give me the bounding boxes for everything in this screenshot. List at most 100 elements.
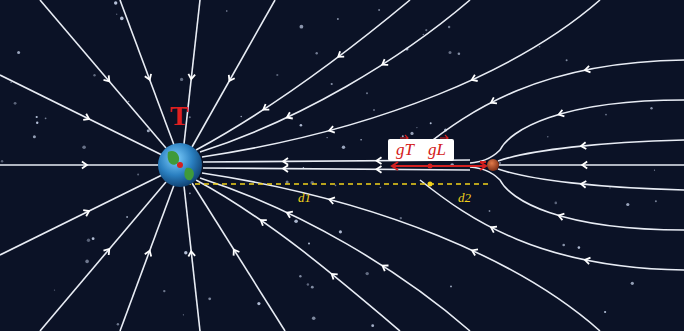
- star: [489, 210, 491, 212]
- star: [650, 107, 652, 109]
- star: [311, 286, 314, 289]
- star: [499, 162, 501, 164]
- star: [17, 51, 20, 54]
- star: [54, 289, 55, 290]
- star: [294, 220, 298, 224]
- star: [400, 217, 402, 219]
- field-arrow: [283, 158, 288, 165]
- field-arrow: [234, 250, 240, 256]
- field-arrow: [338, 51, 344, 57]
- star: [339, 230, 342, 233]
- field-arrow: [491, 227, 497, 233]
- star: [312, 316, 316, 320]
- star: [1, 160, 3, 162]
- star: [380, 187, 382, 189]
- field-arrow: [263, 104, 269, 110]
- earth: [158, 143, 202, 187]
- star: [180, 78, 183, 81]
- star: [609, 187, 610, 188]
- star: [655, 200, 657, 202]
- star: [449, 51, 452, 54]
- field-arrow: [188, 251, 195, 256]
- field-arrow: [287, 212, 293, 218]
- star: [604, 311, 606, 313]
- star: [226, 10, 227, 11]
- field-arrow: [287, 112, 293, 118]
- field-arrow: [585, 258, 591, 265]
- star: [373, 109, 375, 111]
- star: [87, 239, 90, 242]
- star: [410, 132, 413, 135]
- star: [114, 1, 117, 4]
- star: [189, 193, 191, 195]
- star: [626, 203, 629, 206]
- star: [360, 139, 362, 141]
- field-arrow: [581, 142, 586, 149]
- star: [286, 181, 289, 184]
- distance-label: d2: [458, 190, 471, 206]
- star: [331, 83, 333, 85]
- field-arrow: [377, 166, 382, 173]
- star: [450, 286, 452, 288]
- star: [116, 14, 117, 15]
- star: [82, 146, 86, 150]
- field-arrow: [229, 75, 235, 81]
- star: [257, 302, 260, 305]
- star: [307, 283, 309, 285]
- star: [335, 185, 337, 187]
- distance-label: d1: [298, 190, 311, 206]
- field-arrow: [104, 249, 110, 255]
- vector-label: gL: [428, 140, 446, 160]
- star: [578, 246, 581, 249]
- star: [337, 18, 339, 20]
- star: [547, 136, 548, 137]
- star: [539, 46, 541, 48]
- point-marker: [428, 164, 433, 169]
- field-arrows: [82, 51, 591, 279]
- field-arrow: [83, 114, 89, 120]
- field-arrow: [559, 214, 565, 221]
- star: [371, 324, 374, 327]
- earth-label: T: [170, 100, 189, 132]
- star: [45, 117, 47, 119]
- field-arrow: [329, 126, 335, 133]
- star: [555, 202, 558, 205]
- field-arrow: [472, 249, 478, 255]
- star: [189, 116, 191, 118]
- star: [137, 174, 139, 176]
- earth-land: [168, 151, 194, 180]
- star: [402, 135, 404, 137]
- star: [316, 52, 318, 54]
- field-arrow: [83, 210, 89, 216]
- field-arrow: [261, 220, 267, 226]
- star: [605, 114, 607, 116]
- star: [448, 26, 450, 28]
- field-arrow: [491, 97, 497, 103]
- star: [93, 74, 95, 76]
- star: [117, 323, 119, 325]
- field-arrow: [188, 74, 195, 79]
- point-marker: [428, 182, 433, 187]
- star: [300, 124, 303, 127]
- field-arrow: [377, 157, 382, 164]
- star: [425, 29, 427, 31]
- star: [276, 74, 278, 76]
- star: [458, 52, 461, 55]
- field-arrow: [581, 181, 586, 188]
- star: [120, 17, 124, 21]
- earth-center: [177, 162, 183, 168]
- field-arrow: [582, 162, 587, 169]
- star: [342, 146, 345, 149]
- star: [36, 116, 38, 118]
- star: [300, 25, 304, 29]
- field-arrow: [332, 274, 338, 280]
- distance-line: [186, 183, 490, 185]
- star: [366, 272, 369, 275]
- star: [366, 92, 368, 94]
- star: [14, 102, 17, 105]
- star: [654, 170, 655, 171]
- star: [566, 59, 568, 61]
- star: [36, 122, 38, 124]
- star: [562, 244, 565, 247]
